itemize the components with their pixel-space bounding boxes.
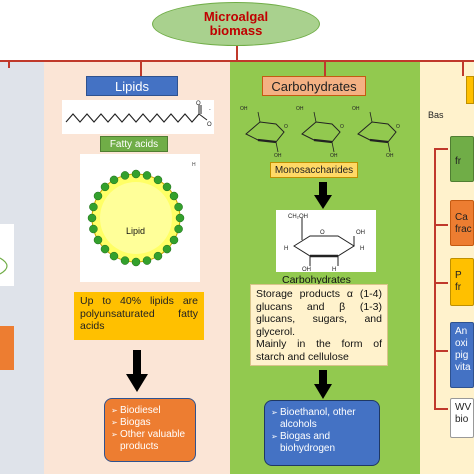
right-box-4-line: An	[455, 326, 468, 337]
right-bracket-tick-4	[434, 350, 448, 352]
lipid-label: Lipid	[126, 226, 146, 236]
lipids-header: Lipids	[86, 76, 178, 96]
svg-text:O: O	[207, 122, 212, 128]
top-connector-line	[0, 60, 474, 62]
svg-text:OH: OH	[356, 230, 365, 236]
right-bracket-tick-1	[434, 148, 448, 150]
svg-text:O: O	[196, 101, 201, 107]
fatty-acids-label-text: Fatty acids	[109, 138, 159, 150]
carbohydrates-header-label: Carbohydrates	[271, 78, 357, 94]
connector-tick-lipids	[140, 60, 142, 76]
connector-tick-right	[462, 60, 464, 76]
carbohydrates-fact-2: Mainly in the form of starch and cellulo…	[256, 338, 382, 363]
svg-text:OH: OH	[296, 106, 304, 112]
monosaccharides-diagram: OH OH OH OH OH OH O O O	[240, 106, 400, 158]
right-box-3: P fr	[450, 258, 474, 306]
left-white-box	[0, 224, 14, 286]
right-box-3-line-1: P	[455, 270, 462, 281]
svg-text:OH: OH	[330, 153, 338, 158]
right-box-1-text: fr	[455, 156, 462, 167]
connector-tick-left	[8, 60, 10, 68]
right-box-5-line: WV	[455, 402, 472, 413]
svg-text:OH: OH	[352, 106, 360, 112]
lipids-header-label: Lipids	[115, 78, 149, 94]
right-box-5-line: bio	[455, 414, 469, 425]
left-orange-box	[0, 326, 14, 370]
svg-text:OH: OH	[274, 153, 282, 158]
carbohydrates-product-item: Biogas and biohydrogen	[271, 431, 373, 455]
lipids-products-box: Biodiesel Biogas Other valuable products	[104, 398, 196, 462]
lipids-down-arrow	[126, 350, 148, 392]
lipids-product-item: Other valuable products	[111, 429, 189, 453]
right-box-2-line-2: frac	[455, 224, 472, 235]
right-bracket-tick-3	[434, 282, 448, 284]
right-box-4-line: oxi	[455, 338, 468, 349]
connector-tick-carbs	[324, 60, 326, 76]
right-header-box	[466, 76, 474, 104]
svg-text:H: H	[360, 246, 364, 252]
fatty-acids-label: Fatty acids	[100, 136, 168, 152]
title-connector-vertical	[236, 44, 238, 60]
svg-text:H: H	[192, 162, 196, 168]
svg-text:H: H	[332, 267, 336, 272]
carbohydrates-label: Carbohydrates	[282, 274, 351, 286]
title-line-1: Microalgal	[203, 9, 269, 24]
lipid-micelle-diagram: H	[80, 154, 200, 282]
carbohydrates-products-box: Bioethanol, other alcohols Biogas and bi…	[264, 400, 380, 466]
right-bracket-tick-5	[434, 408, 448, 410]
title-line-2: biomass	[209, 23, 263, 38]
fatty-acid-chain-diagram: O O -	[62, 100, 214, 134]
svg-text:O: O	[284, 124, 288, 130]
right-basis-text: Bas	[428, 110, 444, 120]
svg-text:O: O	[396, 124, 400, 130]
right-box-5: WV bio	[450, 398, 474, 438]
carbohydrates-header: Carbohydrates	[262, 76, 366, 96]
right-bracket-tick-2	[434, 224, 448, 226]
svg-text:OH: OH	[240, 106, 248, 112]
left-ellipse-icon	[0, 257, 8, 275]
svg-text:-: -	[209, 107, 211, 113]
carbohydrate-structure-diagram: CH₂OH O OH H OH H H	[276, 210, 376, 272]
right-box-3-line-2: fr	[455, 282, 462, 293]
right-box-4-line: pig	[455, 350, 469, 361]
right-box-2-line-1: Ca	[455, 212, 468, 223]
right-box-4: An oxi pig vita	[450, 322, 474, 388]
right-box-1: fr	[450, 136, 474, 182]
right-box-2: Ca frac	[450, 200, 474, 246]
right-bracket-line	[434, 148, 436, 410]
monosaccharides-label: Monosaccharides	[270, 162, 358, 178]
lipids-product-item: Biogas	[111, 417, 189, 429]
monosaccharides-label-text: Monosaccharides	[274, 164, 354, 176]
carbohydrates-fact-1: Storage products α (1-4) glucans and β (…	[256, 288, 382, 338]
svg-text:O: O	[340, 124, 344, 130]
svg-text:OH: OH	[386, 153, 394, 158]
right-box-4-line: vita	[455, 362, 471, 373]
microalgal-biomass-title: Microalgal biomass	[152, 2, 320, 46]
lipids-product-item: Biodiesel	[111, 405, 189, 417]
carbs-down-arrow-1	[314, 182, 332, 209]
carbs-down-arrow-2	[314, 370, 332, 399]
lipids-fact-box: Up to 40% lipids are polyunsaturated fat…	[74, 292, 204, 340]
carbohydrates-product-item: Bioethanol, other alcohols	[271, 407, 373, 431]
svg-text:O: O	[320, 230, 325, 236]
svg-text:OH: OH	[302, 267, 311, 272]
carbohydrates-fact-box: Storage products α (1-4) glucans and β (…	[250, 284, 388, 366]
svg-text:CH₂OH: CH₂OH	[288, 214, 308, 220]
svg-text:H: H	[284, 246, 288, 252]
